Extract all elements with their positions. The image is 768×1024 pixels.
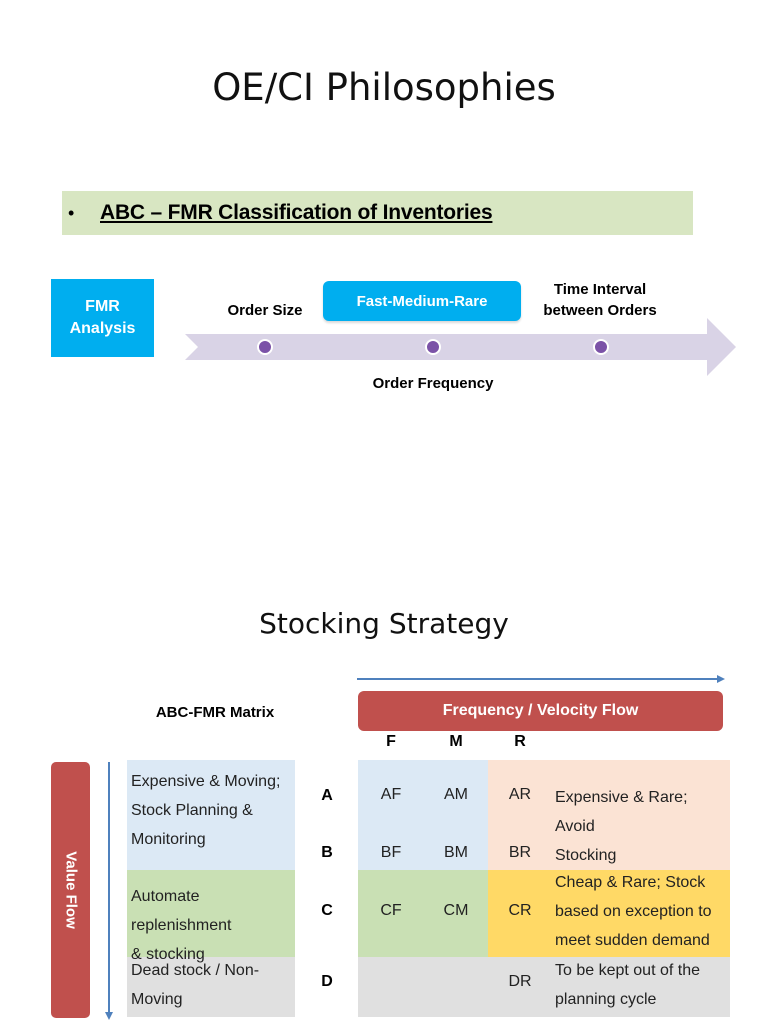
row-label-b: B — [321, 844, 333, 861]
desc-text-ab: Expensive & Moving; Stock Planning & Mon… — [131, 767, 296, 854]
desc-block-d — [127, 957, 295, 1017]
right-d-line2: planning cycle — [555, 991, 657, 1008]
slide-title: OE/CI Philosophies — [212, 66, 556, 109]
cell-am: AM — [444, 786, 468, 803]
value-flow-label: Value Flow — [62, 851, 79, 929]
desc-c-line1: Automate replenishment — [131, 888, 232, 934]
right-c-line1: Cheap & Rare; Stock — [555, 874, 706, 891]
desc-c-line2: & stocking — [131, 946, 205, 963]
col-header-f: F — [386, 733, 396, 750]
row-label-c: C — [321, 902, 333, 919]
matrix-block-c-fm — [358, 870, 488, 957]
right-ab-line1: Expensive & Rare; Avoid — [555, 789, 688, 835]
cell-cf: CF — [380, 902, 402, 919]
fmr-analysis-box: FMR Analysis — [51, 279, 154, 357]
col-header-m: M — [449, 733, 463, 750]
desc-text-c: Automate replenishment & stocking — [131, 882, 296, 969]
right-c-line2: based on exception to — [555, 903, 712, 920]
cell-br: BR — [508, 844, 532, 861]
frequency-velocity-flow-bar: Frequency / Velocity Flow — [358, 691, 723, 731]
right-desc-c: Cheap & Rare; Stock based on exception t… — [555, 868, 727, 955]
right-ab-line2: Stocking — [555, 847, 617, 864]
cell-bf: BF — [380, 844, 402, 861]
arrow-shape — [185, 318, 736, 376]
row-label-a: A — [321, 787, 333, 804]
desc-ab-line2: Stock Planning & — [131, 802, 253, 819]
right-desc-ab: Expensive & Rare; Avoid Stocking — [555, 783, 727, 870]
col-header-r: R — [514, 733, 526, 750]
arrow-dot-time-interval — [593, 339, 609, 355]
fast-medium-rare-pill: Fast-Medium-Rare — [323, 281, 521, 321]
matrix-block-d — [358, 957, 730, 1017]
matrix-block-ab-fm — [358, 760, 488, 870]
cell-ar: AR — [508, 786, 532, 803]
row-label-d: D — [321, 973, 333, 990]
fmr-arrow — [185, 318, 736, 376]
desc-d-line1: Dead stock / Non- — [131, 962, 260, 979]
matrix-block-c-r — [488, 870, 730, 957]
desc-block-ab — [127, 760, 295, 870]
value-flow-arrow — [105, 762, 113, 1020]
right-desc-d: To be kept out of the planning cycle — [555, 956, 727, 1014]
desc-text-d: Dead stock / Non- Moving — [131, 956, 296, 1014]
order-frequency-label: Order Frequency — [372, 375, 494, 392]
frequency-arrow — [357, 675, 725, 683]
time-interval-line1: Time Interval — [553, 281, 647, 298]
right-c-line3: meet sudden demand — [555, 932, 710, 949]
order-size-label: Order Size — [227, 302, 303, 319]
fmr-box-line2: Analysis — [69, 320, 136, 337]
desc-block-c — [127, 870, 295, 957]
cell-cr: CR — [508, 902, 532, 919]
stocking-strategy-title: Stocking Strategy — [259, 607, 509, 640]
desc-ab-line1: Expensive & Moving; — [131, 773, 281, 790]
bullet-highlight — [62, 191, 693, 235]
time-interval-label: Time Interval between Orders — [520, 279, 680, 321]
cell-bm: BM — [444, 844, 468, 861]
bullet-icon: • — [68, 203, 75, 223]
arrow-dot-order-size — [257, 339, 273, 355]
desc-d-line2: Moving — [131, 991, 183, 1008]
cell-cm: CM — [443, 902, 469, 919]
desc-ab-line3: Monitoring — [131, 831, 206, 848]
value-flow-bar: Value Flow — [51, 762, 90, 1018]
bullet-heading: ABC – FMR Classification of Inventories — [100, 201, 493, 224]
right-d-line1: To be kept out of the — [555, 962, 700, 979]
cell-dr: DR — [508, 973, 532, 990]
arrow-dot-frequency — [425, 339, 441, 355]
cell-af: AF — [380, 786, 402, 803]
matrix-block-ab-r — [488, 760, 730, 870]
time-interval-line2: between Orders — [543, 302, 657, 319]
abc-fmr-matrix-label: ABC-FMR Matrix — [155, 704, 275, 721]
fmr-box-line1: FMR — [85, 298, 120, 315]
